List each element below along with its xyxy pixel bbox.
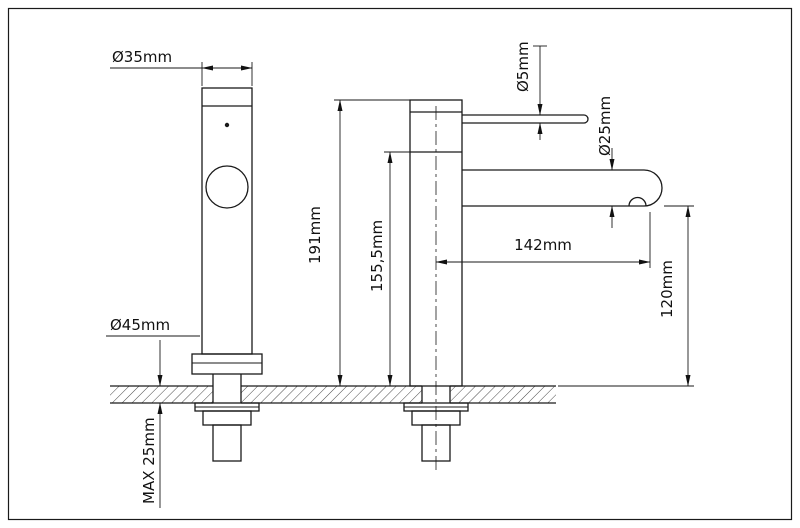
dim-spout-diameter: Ø25mm	[596, 96, 615, 228]
threaded-shank	[421, 424, 451, 462]
front-view	[191, 87, 263, 403]
dim-spout-reach: 142mm	[435, 212, 651, 268]
drawing-border	[7, 7, 793, 521]
counter-hatch-right	[450, 386, 556, 403]
counter-hatch-middle	[241, 386, 422, 403]
dim-total-height: 191mm	[306, 99, 410, 387]
dim-label-total-height: 191mm	[306, 206, 324, 264]
spout	[462, 169, 663, 207]
faucet-body-front	[201, 87, 253, 355]
dim-label-lever-rod-diameter: Ø5mm	[514, 41, 532, 92]
dim-max-counter-thickness: MAX 25mm	[140, 340, 163, 508]
base-flange	[191, 353, 263, 375]
dim-label-body-diameter: Ø35mm	[112, 48, 172, 66]
dim-flange-diameter: Ø45mm	[106, 316, 200, 337]
dim-label-spout-reach: 142mm	[514, 236, 572, 254]
dim-label-flange-diameter: Ø45mm	[110, 316, 170, 334]
dim-label-outlet-height: 120mm	[658, 260, 676, 318]
lever-rod	[462, 114, 589, 124]
side-view	[409, 99, 663, 472]
dim-label-spout-diameter: Ø25mm	[596, 96, 614, 156]
mounting-nut	[202, 410, 252, 426]
mounting-hardware-right	[403, 402, 469, 462]
dim-label-max-counter-thickness: MAX 25mm	[140, 417, 158, 504]
dim-body-diameter: Ø35mm	[110, 48, 253, 86]
handle-circle	[205, 165, 249, 209]
dim-label-height-to-joint: 155,5mm	[368, 220, 386, 292]
dim-lever-rod-diameter: Ø5mm	[514, 41, 547, 140]
pilot-dot	[224, 122, 230, 128]
dim-height-to-joint: 155,5mm	[368, 151, 410, 387]
dim-outlet-height: 120mm	[558, 205, 694, 387]
counter-hatch-left	[110, 386, 213, 403]
aerator-notch	[628, 196, 647, 207]
threaded-shank	[212, 424, 242, 462]
countertop	[110, 385, 556, 404]
mounting-hardware-left	[194, 402, 260, 462]
